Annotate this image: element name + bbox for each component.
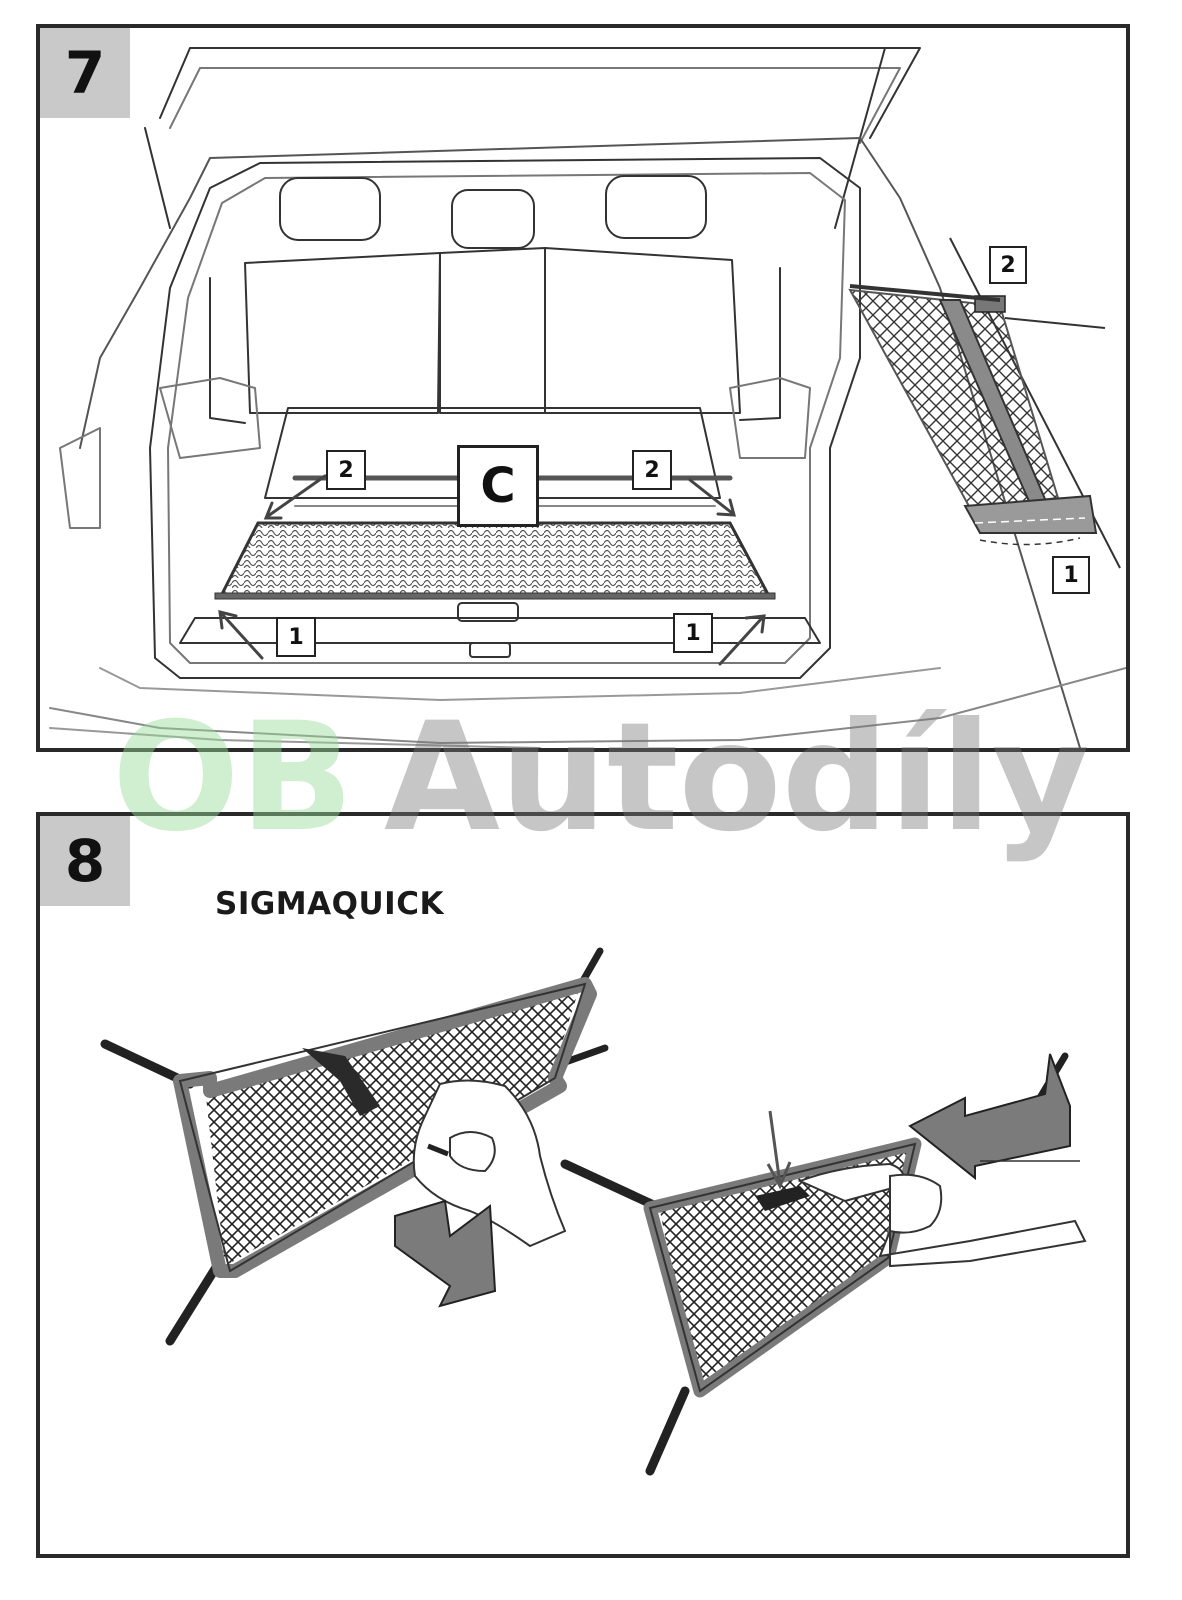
step-8-panel: 8 SIGMAQUICK <box>36 812 1130 1558</box>
callout-hook-right: 2 <box>632 450 672 490</box>
net-installation-illustration <box>100 947 1087 1476</box>
detail-inset <box>848 237 1121 569</box>
pull-arrow-icon <box>394 1199 497 1308</box>
step-number-7: 7 <box>40 28 130 118</box>
callout-hook-left: 2 <box>326 450 366 490</box>
step-7-panel: 7 <box>36 24 1130 752</box>
left-net <box>100 947 609 1346</box>
callout-floor-left: 1 <box>276 617 316 657</box>
callout-floor-right: 1 <box>673 613 713 653</box>
push-arrow-icon <box>908 1053 1071 1181</box>
press-arrow-icon <box>766 1110 792 1190</box>
hook-arrows <box>218 474 766 666</box>
callout-center-c: C <box>457 445 539 527</box>
trunk-illustration <box>49 47 1126 748</box>
callout-detail-bottom: 1 <box>1052 556 1090 594</box>
callout-detail-top: 2 <box>989 246 1027 284</box>
step-number-8: 8 <box>40 816 130 906</box>
product-label: SIGMAQUICK <box>215 886 444 922</box>
